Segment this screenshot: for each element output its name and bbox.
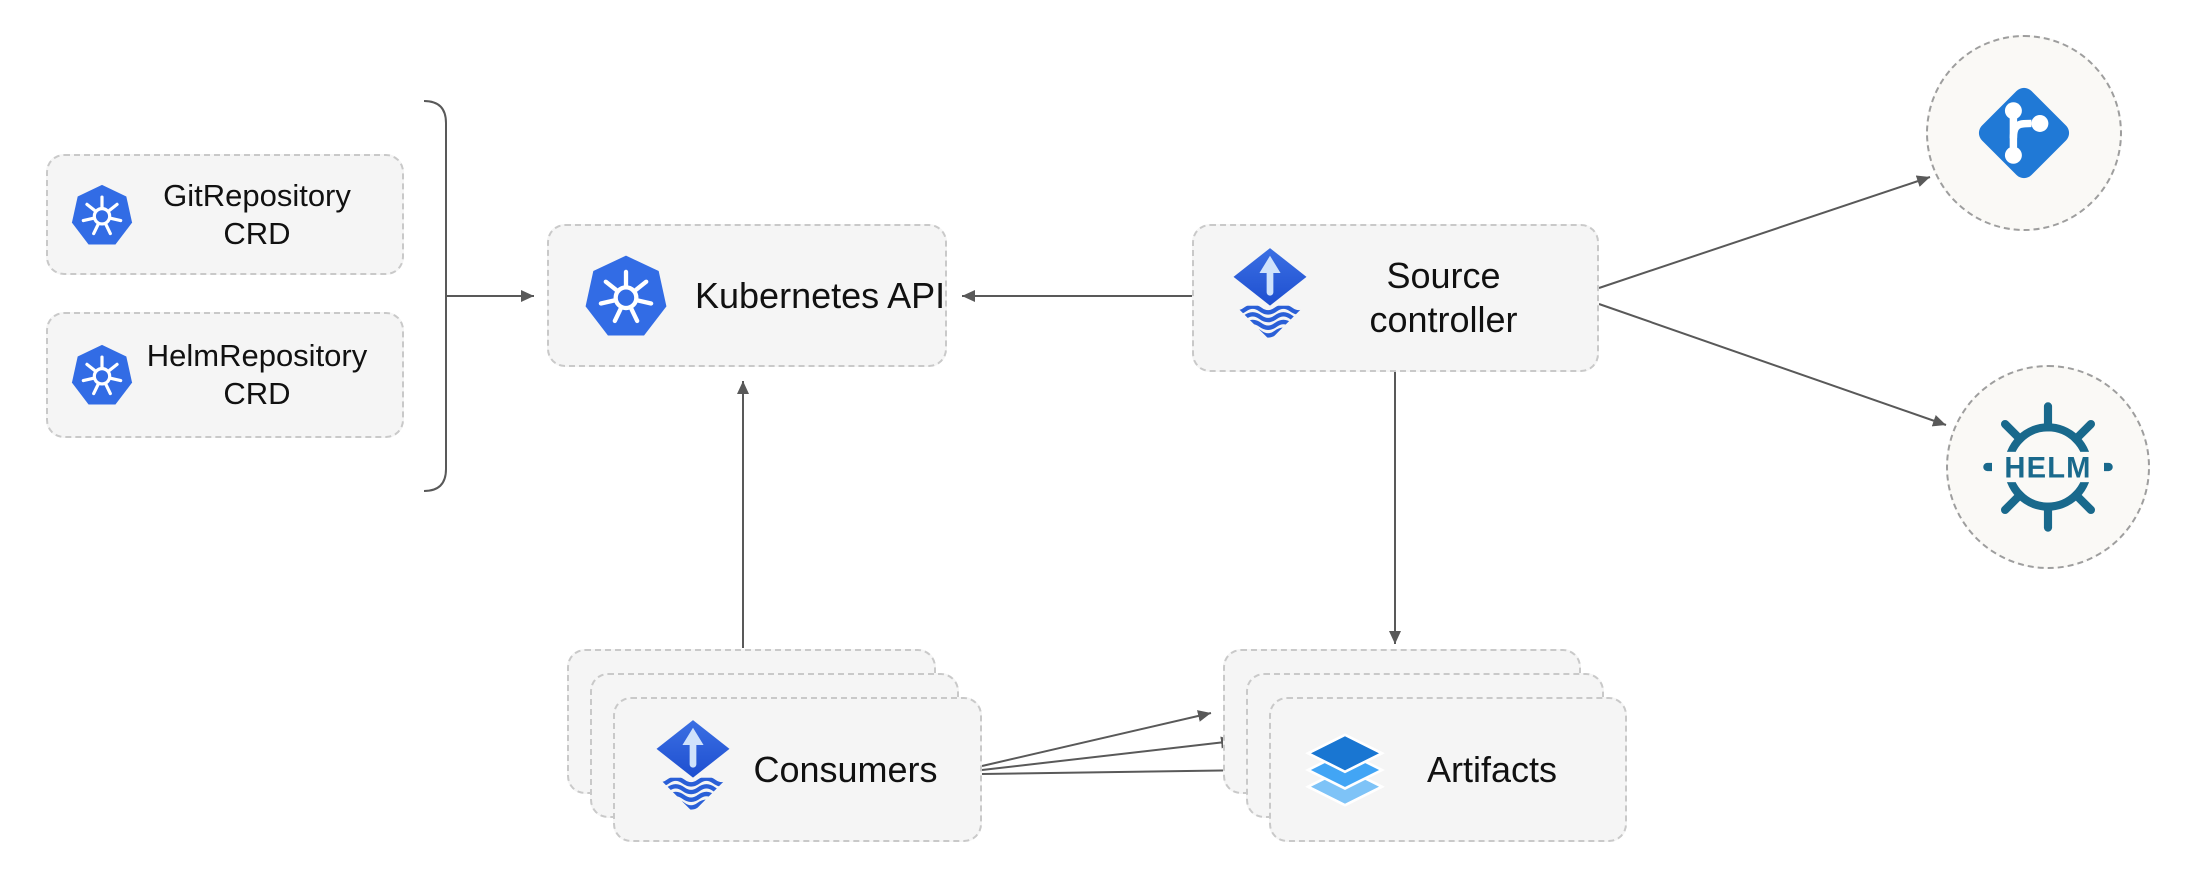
- node-label: Source controller: [1369, 255, 1518, 340]
- node-label: Artifacts: [1426, 748, 1558, 790]
- arrow-consumers-to-artifacts-2: [981, 736, 1235, 771]
- kubernetes-icon: [71, 344, 133, 405]
- layers-icon: [1305, 732, 1385, 807]
- node-artifacts: Artifacts: [1269, 697, 1627, 842]
- flux-icon: [656, 719, 730, 810]
- circle-git: [1926, 35, 2122, 231]
- node-label: Consumers: [753, 748, 938, 790]
- helm-icon: HELM: [1983, 402, 2113, 532]
- git-icon: [1978, 87, 2070, 179]
- node-label: Kubernetes API: [695, 274, 946, 316]
- helm-logo-text: HELM: [2004, 453, 2091, 485]
- kubernetes-icon: [71, 184, 133, 244]
- node-source-controller: Source controller: [1192, 224, 1599, 372]
- node-label: HelmRepository CRD: [146, 338, 368, 411]
- bracket-crd-group: [423, 100, 447, 492]
- stack-consumers: Consumers: [567, 649, 982, 842]
- node-label: GitRepository CRD: [163, 177, 351, 251]
- arrow-source-to-git: [1598, 175, 1931, 289]
- arrow-consumers-to-artifacts-1: [981, 710, 1212, 767]
- circle-helm: HELM: [1946, 365, 2150, 569]
- kubernetes-icon: [585, 255, 667, 336]
- stack-artifacts: Artifacts: [1223, 649, 1627, 842]
- flux-source-icon: [1233, 248, 1307, 338]
- node-consumers: Consumers: [613, 697, 982, 842]
- node-gitrepository-crd: GitRepository CRD: [46, 154, 404, 275]
- node-helmrepository-crd: HelmRepository CRD: [46, 312, 404, 438]
- node-kubernetes-api: Kubernetes API: [547, 224, 947, 367]
- arrow-source-to-helm: [1598, 303, 1947, 427]
- arrow-consumers-to-artifacts-3: [981, 764, 1258, 777]
